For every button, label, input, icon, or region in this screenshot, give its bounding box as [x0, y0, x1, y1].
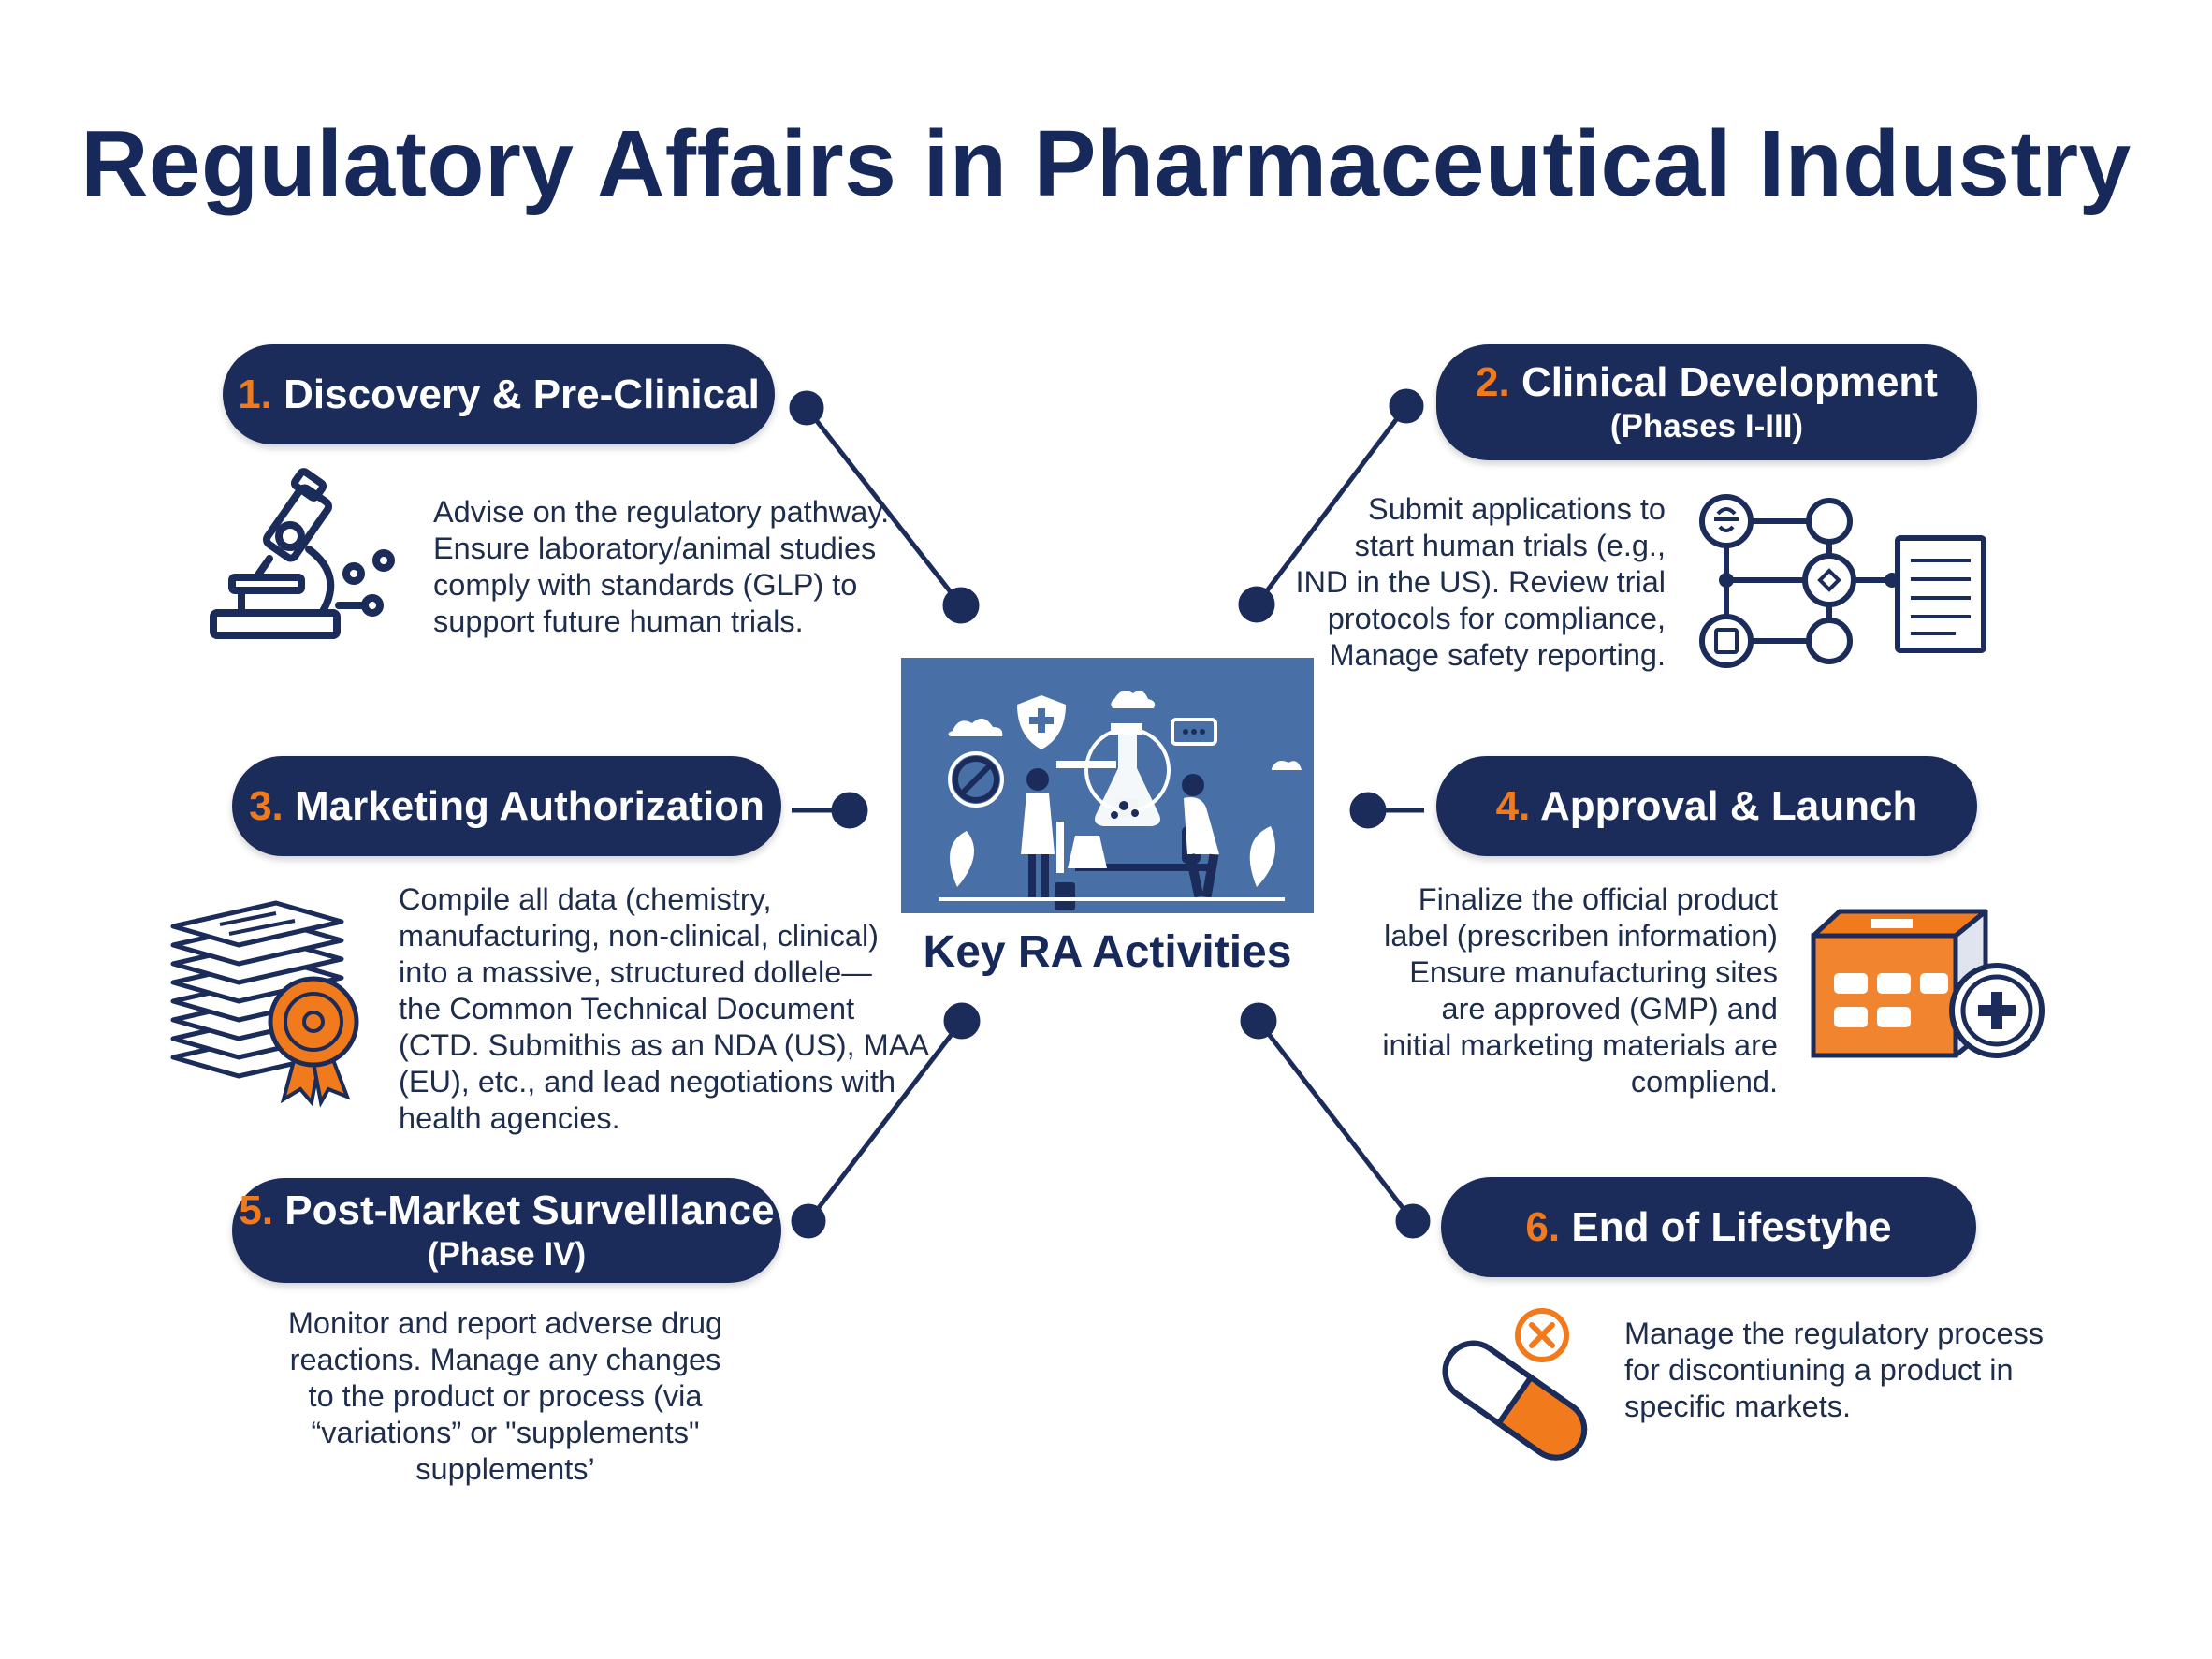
- step-3-header: 3. Marketing Authorization: [232, 756, 781, 856]
- step-3-description: Compile all data (chemistry,manufacturin…: [399, 881, 929, 1137]
- description-line: to the product or process (via: [308, 1379, 703, 1413]
- step-title: End of Lifestyhe: [1571, 1203, 1892, 1250]
- trial-flowchart-icon: [1699, 494, 1986, 668]
- description-line: compliend.: [1630, 1065, 1778, 1099]
- step-5-header: 5. Post-Market Survelllance (Phase IV): [232, 1178, 781, 1283]
- step-number: 2.: [1476, 359, 1510, 405]
- description-line: comply with standards (GLP) to: [433, 568, 858, 602]
- description-line: IND in the US). Review trial: [1295, 565, 1666, 599]
- description-line: support future human trials.: [433, 604, 804, 638]
- description-line: start human trials (e.g.,: [1354, 529, 1666, 562]
- description-line: into a massive, structured dollele—: [399, 955, 872, 989]
- step-number: 1.: [238, 371, 272, 417]
- step-1-description: Advise on the regulatory pathway.Ensure …: [433, 494, 889, 640]
- description-line: reactions. Manage any changes: [289, 1343, 721, 1376]
- description-line: protocols for compliance,: [1327, 602, 1666, 635]
- description-line: specific markets.: [1624, 1390, 1852, 1423]
- description-line: (EU), etc., and lead negotiations with: [399, 1065, 896, 1099]
- scientists-lab-illustration: [901, 658, 1314, 913]
- description-line: Manage the regulatory process: [1624, 1317, 2045, 1350]
- step-subtitle: (Phase IV): [427, 1236, 587, 1273]
- description-line: “variations” or "supplements": [311, 1416, 700, 1449]
- description-line: supplements’: [415, 1452, 595, 1486]
- step-subtitle: (Phases I-III): [1609, 408, 1804, 444]
- description-line: initial marketing materials are: [1382, 1028, 1778, 1062]
- step-4-header: 4. Approval & Launch: [1436, 756, 1977, 856]
- description-line: health agencies.: [399, 1101, 620, 1135]
- step-title: Clinical Development: [1521, 359, 1938, 405]
- document-stack-icon: [170, 900, 359, 1108]
- description-line: the Common Technical Document: [399, 992, 855, 1026]
- description-line: Advise on the regulatory pathway.: [433, 495, 890, 529]
- step-title: Approval & Launch: [1539, 782, 1918, 829]
- product-box-icon: [1811, 909, 2045, 1058]
- description-line: manufacturing, non-clinical, clinical): [399, 919, 880, 953]
- step-title: Marketing Authorization: [295, 782, 764, 829]
- page-title: Regulatory Affairs in Pharmaceutical Ind…: [80, 111, 2132, 216]
- step-6-header: 6. End of Lifestyhe: [1441, 1177, 1976, 1277]
- step-1-header: 1. Discovery & Pre-Clinical: [223, 344, 775, 444]
- description-line: Ensure laboratory/animal studies: [433, 531, 877, 565]
- description-line: label (prescriben information): [1384, 919, 1778, 953]
- step-number: 3.: [249, 782, 284, 829]
- description-line: Submit applications to: [1368, 492, 1666, 526]
- step-number: 5.: [239, 1187, 274, 1233]
- step-title: Discovery & Pre-Clinical: [284, 371, 760, 417]
- description-line: for discontiuning a product in: [1624, 1353, 2014, 1387]
- description-line: Finalize the official product: [1418, 882, 1778, 916]
- description-line: (CTD. Submithis as an NDA (US), MAA: [399, 1028, 930, 1062]
- description-line: Monitor and report adverse drug: [287, 1306, 723, 1340]
- description-line: Manage safety reporting.: [1329, 638, 1666, 672]
- description-line: Compile all data (chemistry,: [399, 882, 772, 916]
- step-number: 4.: [1495, 782, 1531, 829]
- center-label: Key RA Activities: [923, 927, 1292, 977]
- description-line: are approved (GMP) and: [1441, 992, 1778, 1026]
- step-title: Post-Market Survelllance: [284, 1187, 775, 1233]
- discontinued-pill-icon: [1442, 1308, 1588, 1461]
- step-number: 6.: [1525, 1203, 1561, 1250]
- description-line: Ensure manufacturing sites: [1409, 955, 1778, 989]
- microscope-icon: [210, 468, 395, 639]
- step-2-header: 2. Clinical Development (Phases I-III): [1436, 344, 1977, 460]
